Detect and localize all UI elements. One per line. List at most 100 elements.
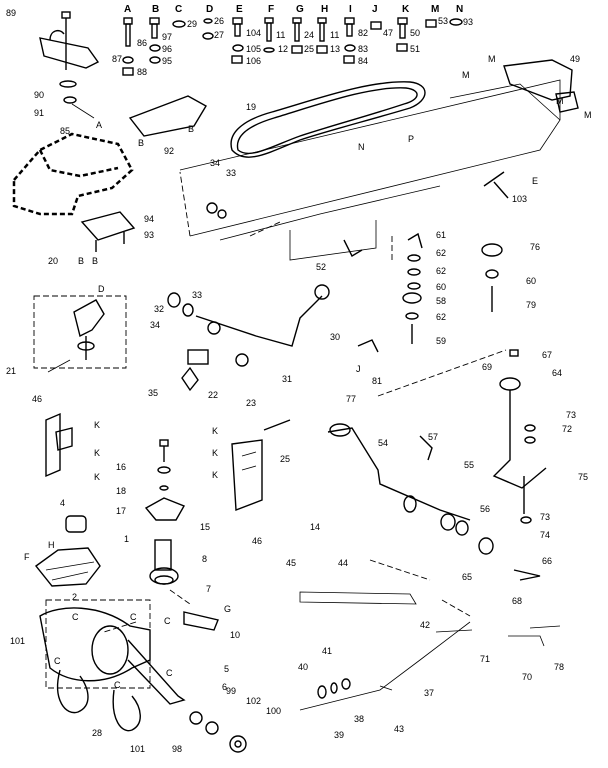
pulley-linkage [167,202,379,392]
hardware-legend: A B C D E F G H I J K M N P [112,4,473,77]
part-number: 11 [276,30,285,40]
callout: 59 [436,336,446,346]
callout: 37 [424,688,434,698]
callout: 35 [148,388,158,398]
header-letter: A [124,4,131,15]
header-letter: C [175,4,182,15]
callout: 61 [436,230,446,240]
ref-letter: K [94,472,100,482]
callout: 52 [316,262,326,272]
ref-letter: A [96,120,102,130]
callout: 98 [172,744,182,754]
clip-10 [183,611,219,631]
callout: 99 [226,686,236,696]
drive-belt [230,81,426,158]
callout: 40 [298,662,308,672]
transaxle-housing [39,599,186,732]
header-letter: K [402,4,410,15]
pivot-55-72-73 [492,349,547,581]
callout: 58 [436,296,446,306]
ref-letter: C [54,656,61,666]
header-letter: E [236,4,243,15]
ref-letter: D [98,284,105,294]
part-number: 26 [214,16,224,26]
part-number: 82 [358,28,368,38]
part-number: 11 [330,30,339,40]
part-number: 88 [137,67,147,77]
callout: 28 [92,728,102,738]
callout: 25 [280,454,290,464]
callout: 91 [34,108,44,118]
callout: 68 [512,596,522,606]
callout: 2 [72,592,77,602]
part-number: 104 [246,28,261,38]
callout: 62 [436,248,446,258]
ref-letter: M [462,70,470,80]
ref-letter: E [532,176,538,186]
washers-99-102-100 [189,711,247,753]
callout: 69 [482,362,492,372]
callout: 34 [150,320,160,330]
callout: 46 [32,394,42,404]
ref-letter: C [166,668,173,678]
fender-panel [12,132,134,216]
frame-chassis [179,79,561,261]
callout: 57 [428,432,438,442]
callout: 32 [154,304,164,314]
callout: 38 [354,714,364,724]
callout: 93 [144,230,154,240]
part-number: 12 [278,44,288,54]
callout: 45 [286,558,296,568]
ref-letter: C [114,680,121,690]
callout: 18 [116,486,126,496]
fan-assembly [34,547,101,587]
shift-lever-assembly [39,11,100,119]
cap-4 [65,515,87,533]
callout: 55 [464,460,474,470]
callout: 101 [10,636,25,646]
callout: 14 [310,522,320,532]
callout: 42 [420,620,430,630]
callout: 30 [330,332,340,342]
part-number: 96 [162,44,172,54]
callout: 78 [554,662,564,672]
header-letter: G [296,4,304,15]
callout: 75 [578,472,588,482]
callout: 73 [566,410,576,420]
callout: 62 [436,266,446,276]
callout: 23 [246,398,256,408]
callout: 92 [164,146,174,156]
callout: 102 [246,696,261,706]
shift-rod-54 [327,423,494,555]
callout: 66 [542,556,552,566]
ref-letter: H [48,540,55,550]
part-number: 106 [246,56,261,66]
ref-letter: M [488,54,496,64]
part-number: 51 [410,44,420,54]
callout: 46 [252,536,262,546]
part-number: 87 [112,54,122,64]
callout: 8 [202,554,207,564]
callout: 33 [226,168,236,178]
header-letter: F [268,4,274,15]
callout: 54 [378,438,388,448]
ref-letter: C [164,616,171,626]
callout: 90 [34,90,44,100]
part-number: 83 [358,44,368,54]
callout: 89 [6,8,16,18]
part-number: 86 [137,38,147,48]
part-number: 47 [383,28,393,38]
part-number: 84 [358,56,368,66]
ref-letter: N [358,142,365,152]
part-number: 53 [438,16,448,26]
control-rods [299,591,561,711]
callout: 33 [192,290,202,300]
part-number: 29 [187,19,197,29]
detail-box-20 [33,295,127,373]
part-number: 93 [463,17,473,27]
callout: 76 [530,242,540,252]
callout: 34 [210,158,220,168]
ref-letter: M [584,110,592,120]
